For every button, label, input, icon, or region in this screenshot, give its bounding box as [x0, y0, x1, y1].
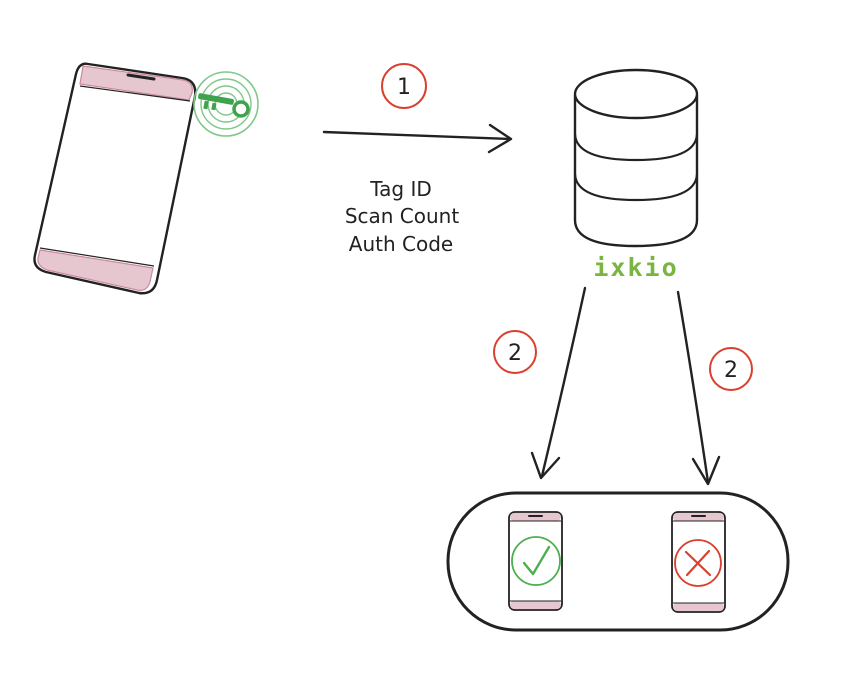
- step-2-badge-valid: 2: [493, 330, 537, 374]
- step-number: 1: [397, 75, 411, 100]
- nfc-tag: [193, 71, 259, 137]
- smartphone: [33, 62, 197, 295]
- cross-mark-icon: [674, 539, 722, 587]
- key-icon: [198, 93, 250, 118]
- database-icon: [573, 68, 699, 248]
- payload-fields: Tag ID Scan Count Auth Code: [345, 177, 460, 256]
- payload-tag-id: Tag ID: [369, 177, 432, 201]
- results-container: [446, 491, 790, 632]
- step-number: 2: [508, 341, 522, 366]
- response-arrow-valid: [530, 286, 587, 480]
- phone-top-band: [79, 65, 193, 101]
- response-arrow-invalid: [676, 290, 721, 486]
- step-1-badge: 1: [381, 63, 427, 109]
- invalid-result-phone: [671, 511, 726, 613]
- phone-speaker: [126, 73, 156, 81]
- server-brand-label: ixkio: [593, 253, 678, 282]
- payload-auth-code: Auth Code: [349, 232, 453, 256]
- check-mark-icon: [511, 536, 561, 586]
- step-2-badge-invalid: 2: [709, 347, 753, 391]
- step-number: 2: [724, 358, 738, 383]
- request-arrow: [322, 123, 513, 154]
- valid-result-phone: [508, 511, 563, 611]
- payload-scan-count: Scan Count: [345, 204, 460, 228]
- phone-bottom-band: [37, 249, 154, 291]
